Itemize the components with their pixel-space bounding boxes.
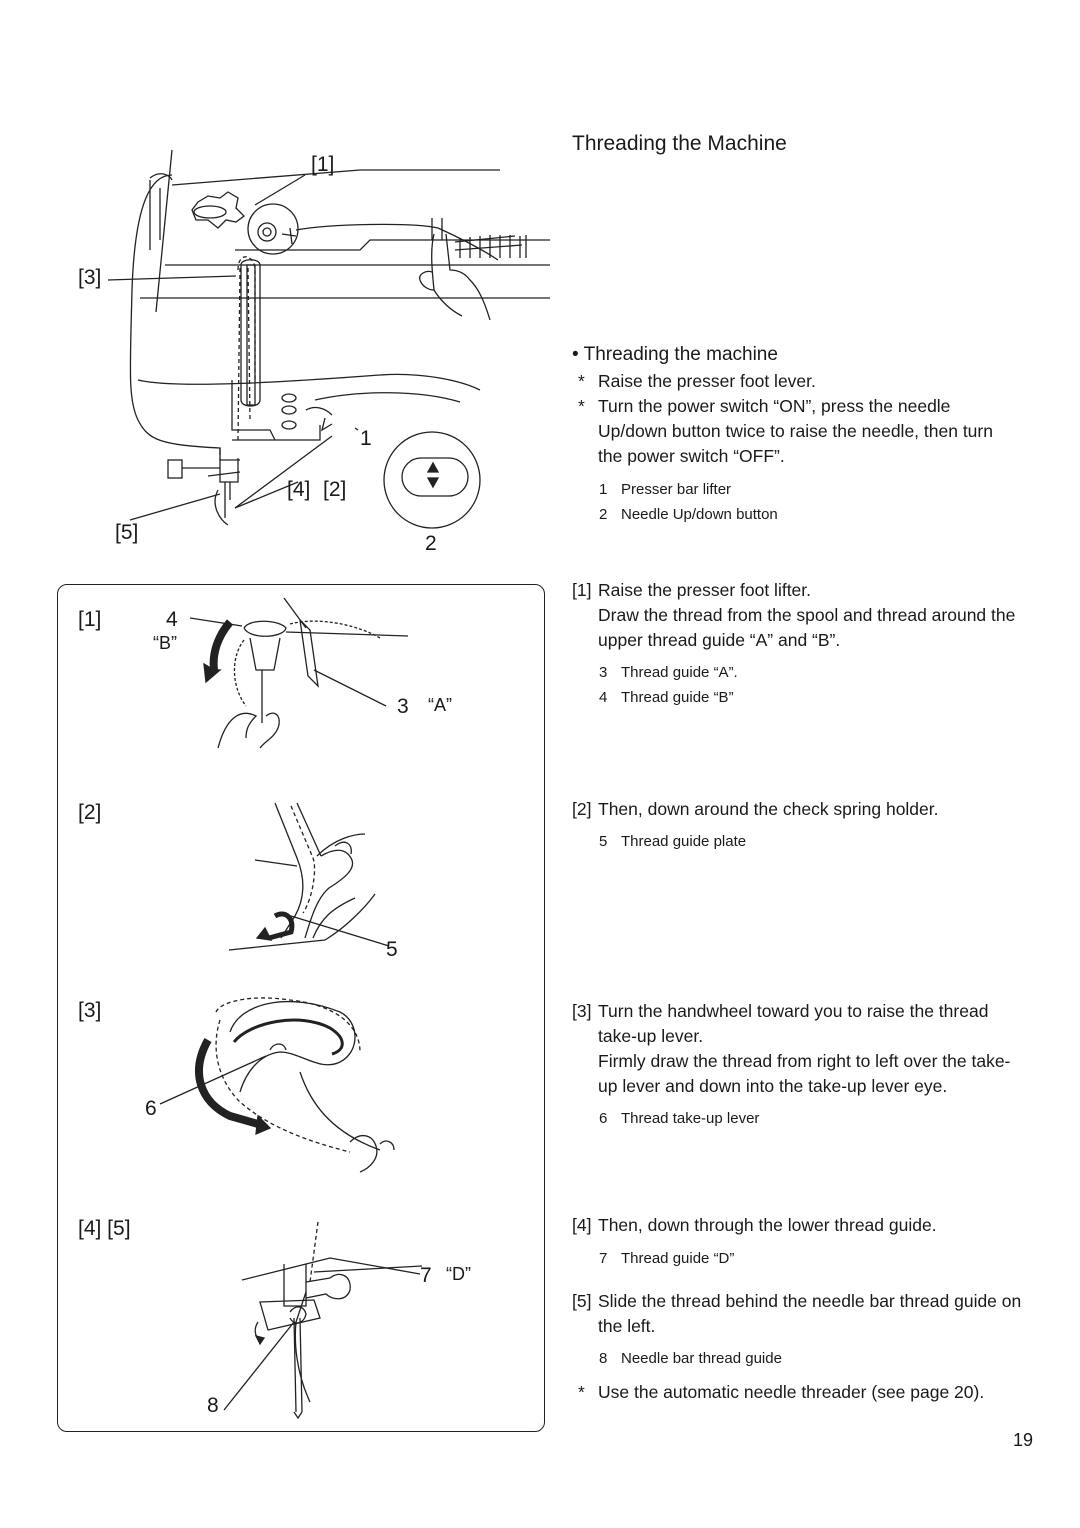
- box-step-3-tag: [3]: [78, 999, 102, 1022]
- part-label: Thread guide “A”.: [621, 664, 738, 681]
- box-step-4-5-tag: [4] [5]: [78, 1217, 131, 1240]
- part-item: 3 Thread guide “A”.: [599, 660, 738, 685]
- page-title: Threading the Machine: [572, 132, 787, 155]
- box-label-4: 4: [166, 608, 178, 631]
- callout-2: 2: [425, 532, 437, 555]
- callout-5-bracket: [5]: [115, 521, 139, 544]
- part-number: 7: [599, 1250, 608, 1267]
- step-tag: [5]: [572, 1291, 592, 1311]
- section-subtitle: • Threading the machine: [572, 344, 778, 365]
- part-number: 3: [599, 664, 608, 681]
- bullet-mark: *: [578, 1382, 585, 1402]
- box-label-d: “D”: [446, 1264, 471, 1284]
- box-label-a: “A”: [428, 695, 452, 715]
- step-4-5-illustration: [223, 1222, 423, 1420]
- part-item: 5 Thread guide plate: [599, 829, 746, 854]
- step-text: Raise the presser foot lifter.: [598, 580, 812, 600]
- step-text: Turn the handwheel toward you to raise t…: [598, 1001, 989, 1046]
- step-3-illustration: [159, 997, 395, 1173]
- box-label-6: 6: [145, 1097, 157, 1120]
- intro-bullet-1: * Raise the presser foot lever.: [572, 369, 1042, 394]
- box-label-7: 7: [420, 1264, 432, 1287]
- callout-1: 1: [360, 427, 372, 450]
- part-item: 6 Thread take-up lever: [599, 1106, 759, 1131]
- step-text: Then, down through the lower thread guid…: [598, 1215, 937, 1235]
- step-tag: [1]: [572, 580, 592, 600]
- callout-3-bracket: [3]: [78, 266, 102, 289]
- bullet-mark: *: [578, 396, 585, 416]
- step-extra: Firmly draw the thread from right to lef…: [598, 1051, 1011, 1096]
- step-2: [2] Then, down around the check spring h…: [572, 797, 1022, 822]
- page-number: 19: [1013, 1430, 1034, 1450]
- sewing-machine-illustration: [107, 149, 550, 529]
- part-label: Presser bar lifter: [621, 481, 732, 498]
- intro-bullet-2: * Turn the power switch “ON”, press the …: [572, 394, 1022, 469]
- step-tag: [4]: [572, 1215, 592, 1235]
- part-item: 7 Thread guide “D”: [599, 1246, 734, 1271]
- part-item: 8 Needle bar thread guide: [599, 1346, 782, 1371]
- step-tag: [3]: [572, 1001, 592, 1021]
- part-label: Thread guide “D”: [621, 1250, 735, 1267]
- part-label: Thread guide plate: [621, 833, 747, 850]
- callout-2-bracket: [2]: [323, 478, 347, 501]
- part-number: 2: [599, 506, 608, 523]
- step-extra: Draw the thread from the spool and threa…: [598, 605, 1016, 650]
- part-label: Thread guide “B”: [621, 689, 734, 706]
- step-1: [1] Raise the presser foot lifter. Draw …: [572, 578, 1022, 653]
- bullet-text: Raise the presser foot lever.: [598, 371, 816, 391]
- box-step-1-tag: [1]: [78, 608, 102, 631]
- part-label: Needle Up/down button: [621, 506, 778, 523]
- part-item: 2 Needle Up/down button: [599, 502, 778, 527]
- bullet-text: Turn the power switch “ON”, press the ne…: [598, 396, 993, 466]
- step-1-illustration: [190, 598, 409, 749]
- step-text: Slide the thread behind the needle bar t…: [598, 1291, 1022, 1336]
- callout-4-bracket: [4]: [287, 478, 311, 501]
- step-5: [5] Slide the thread behind the needle b…: [572, 1289, 1032, 1339]
- part-item: 1 Presser bar lifter: [599, 477, 731, 502]
- box-label-b: “B”: [153, 633, 177, 653]
- callout-1-bracket: [1]: [311, 153, 335, 176]
- step-text: Then, down around the check spring holde…: [598, 799, 939, 819]
- box-label-8: 8: [207, 1394, 219, 1417]
- step-4: [4] Then, down through the lower thread …: [572, 1213, 1022, 1238]
- footnote: * Use the automatic needle threader (see…: [572, 1380, 1042, 1405]
- part-item: 4 Thread guide “B”: [599, 685, 734, 710]
- bullet-mark: *: [578, 371, 585, 391]
- box-step-2-tag: [2]: [78, 801, 102, 824]
- part-number: 6: [599, 1110, 608, 1127]
- step-3: [3] Turn the handwheel toward you to rai…: [572, 999, 1017, 1099]
- part-number: 4: [599, 689, 608, 706]
- step-tag: [2]: [572, 799, 592, 819]
- part-number: 5: [599, 833, 608, 850]
- part-number: 8: [599, 1350, 608, 1367]
- steps-illustration-box: [57, 584, 545, 1432]
- step-2-illustration: [228, 802, 390, 951]
- part-label: Thread take-up lever: [621, 1110, 760, 1127]
- footnote-text: Use the automatic needle threader (see p…: [598, 1382, 985, 1402]
- box-label-5: 5: [386, 938, 398, 961]
- part-number: 1: [599, 481, 608, 498]
- box-label-3: 3: [397, 695, 409, 718]
- part-label: Needle bar thread guide: [621, 1350, 782, 1367]
